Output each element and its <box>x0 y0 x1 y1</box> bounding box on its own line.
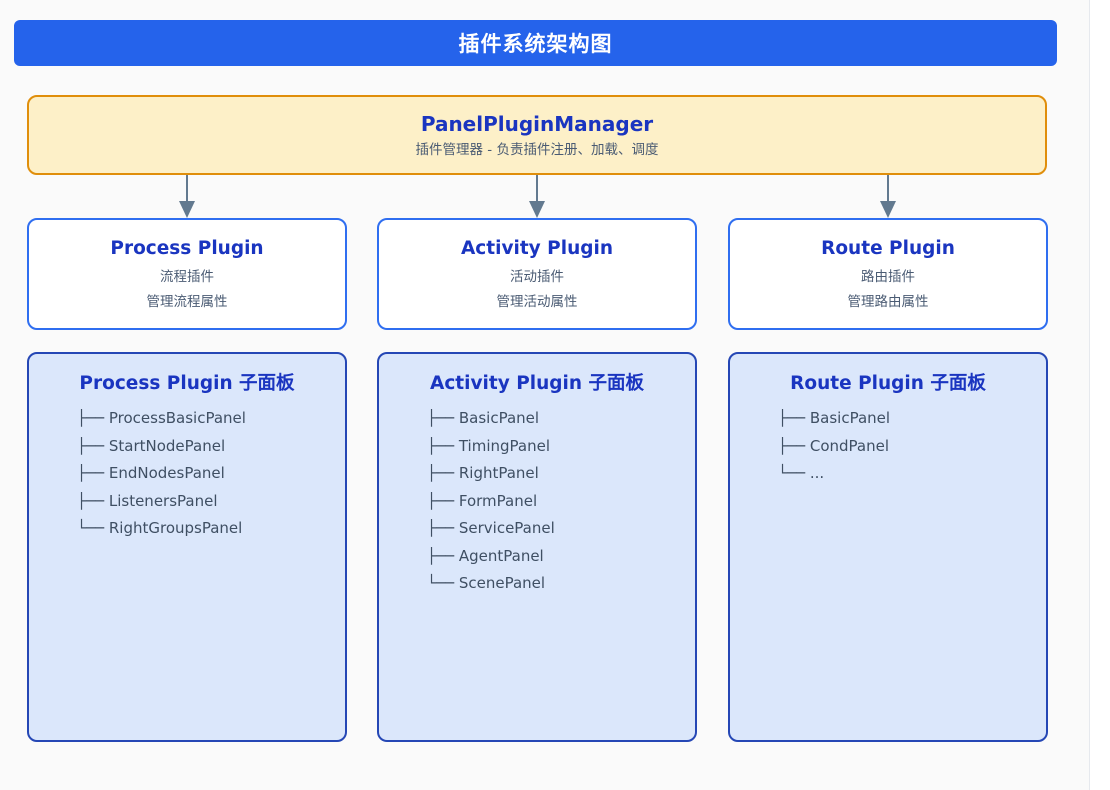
subpanel-group-title: Route Plugin 子面板 <box>790 373 986 394</box>
subpanel-list-item: ├── BasicPanel <box>427 409 540 428</box>
subpanel-group-title: Activity Plugin 子面板 <box>430 373 644 394</box>
arrow-shaft <box>536 175 538 203</box>
subpanel-list-item: ├── CondPanel <box>778 436 890 455</box>
plugin-node-description: 管理路由属性 <box>847 294 929 311</box>
subpanel-list-item: ├── RightPanel <box>427 464 539 483</box>
arrow-head-icon <box>179 201 195 218</box>
subpanel-group-process: Process Plugin 子面板 ├── ProcessBasicPanel… <box>27 352 347 742</box>
arrow-down-route <box>880 175 896 219</box>
plugin-node-title: Process Plugin <box>110 237 264 259</box>
diagram-title: 插件系统架构图 <box>458 32 613 56</box>
plugin-node-route: Route Plugin 路由插件 管理路由属性 <box>728 218 1048 330</box>
plugin-manager-node: PanelPluginManager 插件管理器 - 负责插件注册、加载、调度 <box>27 95 1047 175</box>
subpanel-list-item: ├── AgentPanel <box>427 546 544 565</box>
subpanel-list-item: ├── EndNodesPanel <box>77 464 225 483</box>
plugin-node-title: Route Plugin <box>821 237 955 259</box>
arrow-shaft <box>887 175 889 203</box>
diagram-title-bar: 插件系统架构图 <box>14 20 1057 66</box>
plugin-manager-subtitle: 插件管理器 - 负责插件注册、加载、调度 <box>415 141 659 158</box>
plugin-node-description: 管理流程属性 <box>146 294 228 311</box>
subpanel-list-item: ├── FormPanel <box>427 491 538 510</box>
subpanel-group-route: Route Plugin 子面板 ├── BasicPanel ├── CondP… <box>728 352 1048 742</box>
subpanel-list-item: ├── StartNodePanel <box>77 436 226 455</box>
plugin-node-description: 管理活动属性 <box>496 294 578 311</box>
arrow-head-icon <box>529 201 545 218</box>
plugin-manager-title: PanelPluginManager <box>420 111 654 136</box>
arrow-shaft <box>186 175 188 203</box>
plugin-node-subtitle: 路由插件 <box>861 268 915 285</box>
subpanel-list-item: ├── ListenersPanel <box>77 491 218 510</box>
plugin-node-subtitle: 活动插件 <box>510 268 564 285</box>
subpanel-list: ├── BasicPanel ├── CondPanel └── ... <box>730 405 1046 488</box>
plugin-node-process: Process Plugin 流程插件 管理流程属性 <box>27 218 347 330</box>
subpanel-list-item: ├── TimingPanel <box>427 436 551 455</box>
plugin-node-activity: Activity Plugin 活动插件 管理活动属性 <box>377 218 697 330</box>
subpanel-list: ├── ProcessBasicPanel ├── StartNodePanel ├… <box>29 405 345 543</box>
plugin-node-subtitle: 流程插件 <box>160 268 214 285</box>
arrow-down-process <box>179 175 195 219</box>
subpanel-group-activity: Activity Plugin 子面板 ├── BasicPanel ├── Ti… <box>377 352 697 742</box>
arrow-down-activity <box>529 175 545 219</box>
arrow-head-icon <box>880 201 896 218</box>
subpanel-list-item: ├── ProcessBasicPanel <box>77 409 246 428</box>
plugin-node-title: Activity Plugin <box>460 237 614 259</box>
subpanel-list-item: └── ... <box>778 464 825 483</box>
subpanel-list-item: ├── BasicPanel <box>778 409 891 428</box>
subpanel-list-item: ├── ServicePanel <box>427 519 555 538</box>
subpanel-list-item: └── ScenePanel <box>427 574 546 593</box>
subpanel-group-title: Process Plugin 子面板 <box>79 373 295 394</box>
subpanel-list-item: └── RightGroupsPanel <box>77 519 243 538</box>
subpanel-list: ├── BasicPanel ├── TimingPanel ├── RightPa… <box>379 405 695 598</box>
